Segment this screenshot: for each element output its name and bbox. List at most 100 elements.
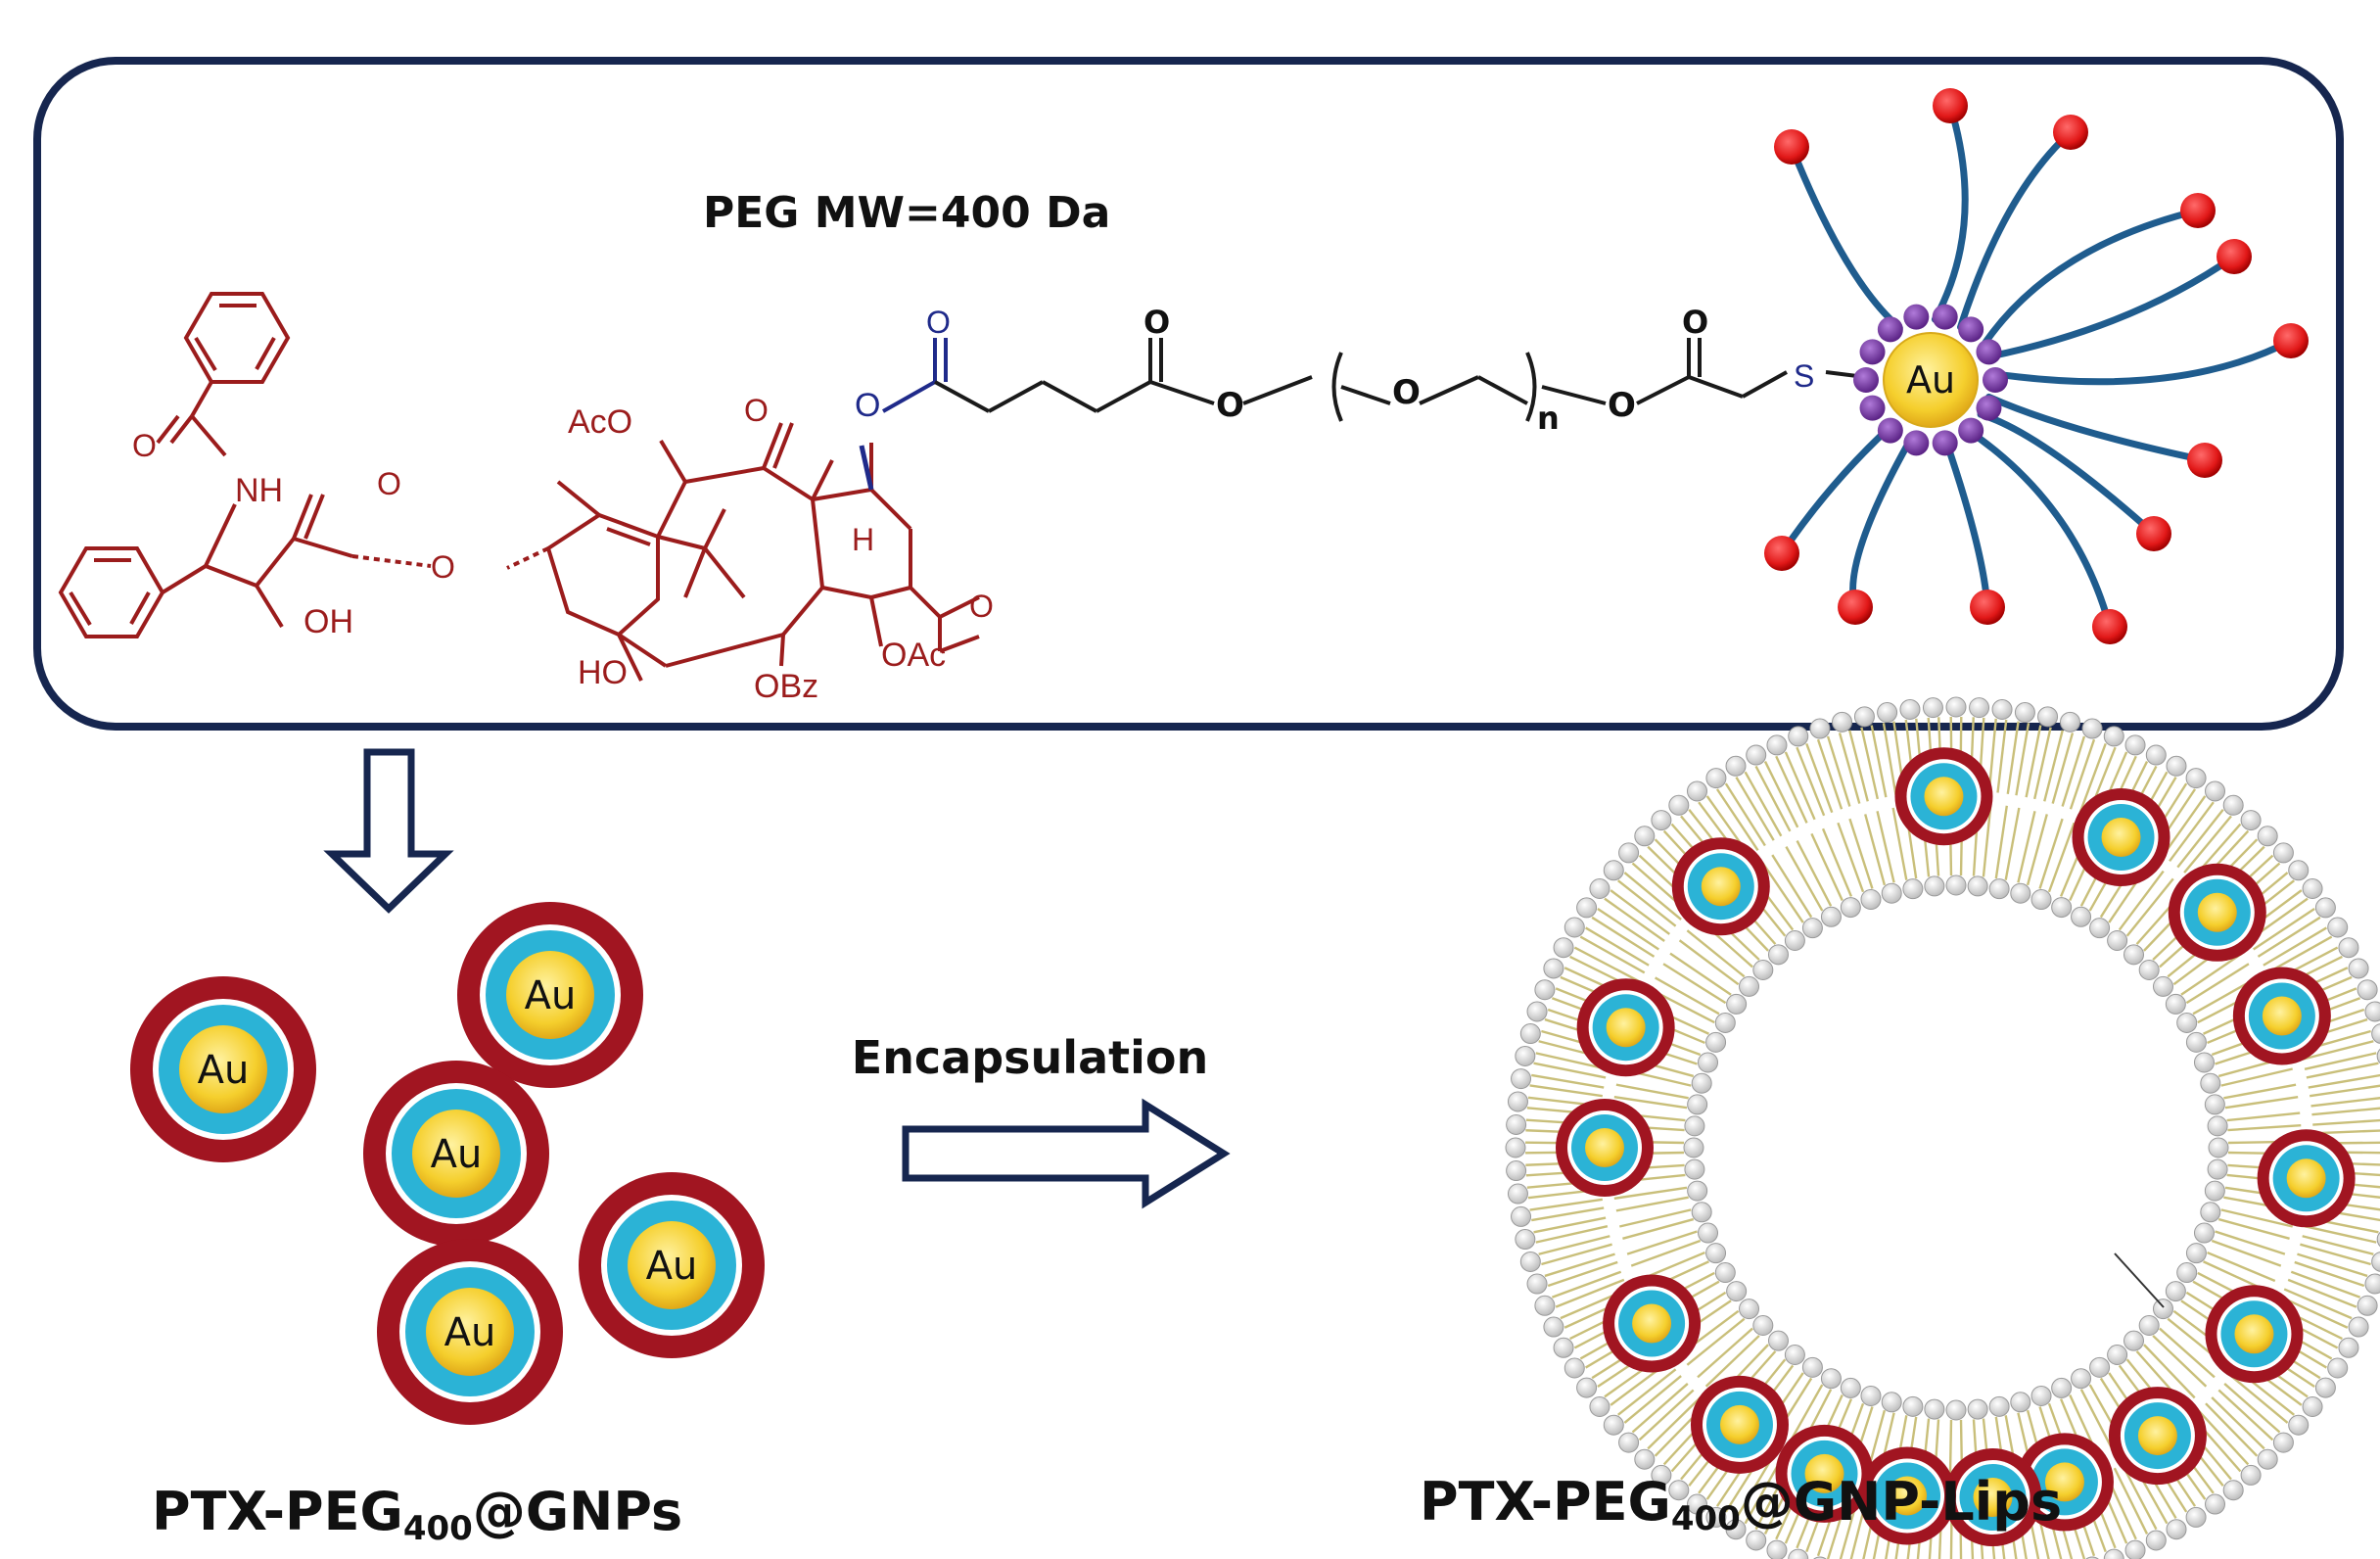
peg-end-group — [2217, 239, 2252, 274]
lipid-head — [1507, 1183, 1528, 1205]
lipid-tail — [1541, 1243, 1612, 1266]
lipid-tail — [1785, 846, 1824, 912]
lipid-tail — [2263, 926, 2327, 967]
lipid-head — [2085, 1556, 2099, 1559]
lipid-tail — [1533, 1216, 1607, 1234]
lipid-tail — [2312, 1118, 2380, 1126]
lipid-tail — [2038, 818, 2064, 889]
thiol-ligand-ring — [1853, 304, 2008, 456]
lipid-head — [1651, 1464, 1672, 1486]
lipid-head — [2037, 706, 2059, 728]
lipid-tail — [1860, 727, 1880, 800]
thiol-ligand — [1932, 304, 1958, 330]
lipid-head — [1988, 1395, 2010, 1417]
lipid-head — [1725, 755, 1747, 777]
label-obz: OBz — [754, 668, 818, 705]
thiol-ligand — [1859, 395, 1886, 421]
lipid-tail — [2051, 732, 2075, 804]
lipid-tail — [1796, 840, 1833, 907]
lipid-tail — [2061, 735, 2086, 807]
lipid-tail — [2176, 809, 2224, 869]
lipid-head — [2089, 1356, 2111, 1378]
lipid-head — [1511, 1068, 1532, 1090]
encapsulated-gnp — [1576, 978, 1675, 1077]
lipid-head — [1902, 878, 1924, 900]
encapsulation-arrow — [902, 1098, 1231, 1209]
lipid-tail — [2257, 916, 2321, 958]
lipid-tail — [2215, 1230, 2286, 1255]
gnp-particle-label: Au — [444, 1310, 496, 1355]
lipid-tail — [1573, 946, 1641, 983]
lipid-tail — [2004, 807, 2021, 880]
caption-gnps-suffix: @GNPs — [473, 1481, 682, 1542]
lipid-tail — [1735, 777, 1775, 841]
lipid-tail — [1617, 1368, 1677, 1416]
lipid-tail — [2026, 814, 2048, 886]
lipid-tail — [1579, 935, 1646, 974]
lipid-tail — [2290, 1270, 2361, 1299]
lipid-head — [1739, 975, 1760, 997]
lipid-tail — [1891, 807, 1908, 880]
lipid-head — [2014, 702, 2035, 724]
lipid-tail — [2309, 1084, 2380, 1098]
thiol-ligand — [1853, 367, 1879, 393]
lipid-tail — [1547, 1260, 1618, 1288]
lipid-head — [1519, 1023, 1541, 1045]
lipid-tail — [2032, 727, 2052, 800]
encapsulated-gnp — [2168, 863, 2266, 962]
lipid-tail — [2211, 1239, 2282, 1267]
lipid-head — [1589, 1396, 1610, 1418]
lipid-tail — [1544, 1252, 1615, 1278]
lipid-tail — [2302, 1040, 2374, 1061]
lipid-head — [1860, 1385, 1882, 1406]
lipid-head — [2185, 1506, 2207, 1528]
lipid-head — [1922, 697, 1943, 719]
lipid-head — [2193, 1052, 2215, 1073]
lipid-tail — [2304, 1052, 2377, 1071]
membrane-tick — [2114, 1252, 2165, 1308]
lipid-head — [2240, 810, 2262, 831]
encapsulated-gnp — [2072, 788, 2170, 887]
lipid-head — [1784, 930, 1805, 952]
lipid-head — [2205, 1493, 2226, 1515]
lipid-head — [1902, 1395, 1924, 1417]
lipid-head — [1924, 1398, 1945, 1420]
lipid-tail — [1982, 803, 1992, 877]
encapsulated-gnp — [1556, 1099, 1654, 1197]
lipid-head — [1634, 826, 1656, 847]
lipid-head — [1766, 1539, 1788, 1559]
lipid-tail — [2283, 1288, 2353, 1320]
lipid-tail — [2162, 795, 2207, 857]
gnp-particle: Au — [377, 1239, 563, 1425]
peg-strand — [1788, 143, 1903, 332]
gnp-particle-label: Au — [431, 1132, 483, 1177]
lipid-tail — [1754, 765, 1792, 832]
lipid-tail — [1655, 976, 1720, 1016]
lipid-head — [1766, 734, 1788, 756]
lipid-head — [1705, 768, 1727, 789]
peg-end-group — [1970, 590, 2005, 625]
lipid-head — [1698, 1052, 1719, 1073]
lipid-tail — [1585, 926, 1650, 967]
lipid-head — [1684, 1158, 1705, 1180]
lipid-tail — [1535, 1052, 1609, 1071]
lipid-head — [1767, 1330, 1789, 1351]
caption-lips-main: PTX-PEG — [1420, 1471, 1671, 1533]
lipid-head — [1506, 1160, 1527, 1182]
lipid-tail — [2078, 742, 2107, 814]
lipid-head — [1801, 918, 1823, 939]
lipid-head — [2348, 1316, 2369, 1338]
lipid-head — [1784, 1344, 1805, 1365]
paclitaxel-structure — [58, 292, 980, 682]
lipid-head — [1725, 1519, 1747, 1540]
lipid-head — [1705, 1506, 1727, 1528]
lipid-tail — [2304, 1224, 2377, 1244]
lipid-head — [2059, 711, 2080, 732]
lipid-heads — [1505, 696, 2380, 1559]
lipid-head — [2089, 918, 2111, 939]
lipid-tail — [1626, 1230, 1698, 1255]
lipid-tail — [2125, 877, 2174, 937]
thiol-ligand — [1958, 316, 1984, 343]
lipid-tail — [1669, 952, 1732, 996]
